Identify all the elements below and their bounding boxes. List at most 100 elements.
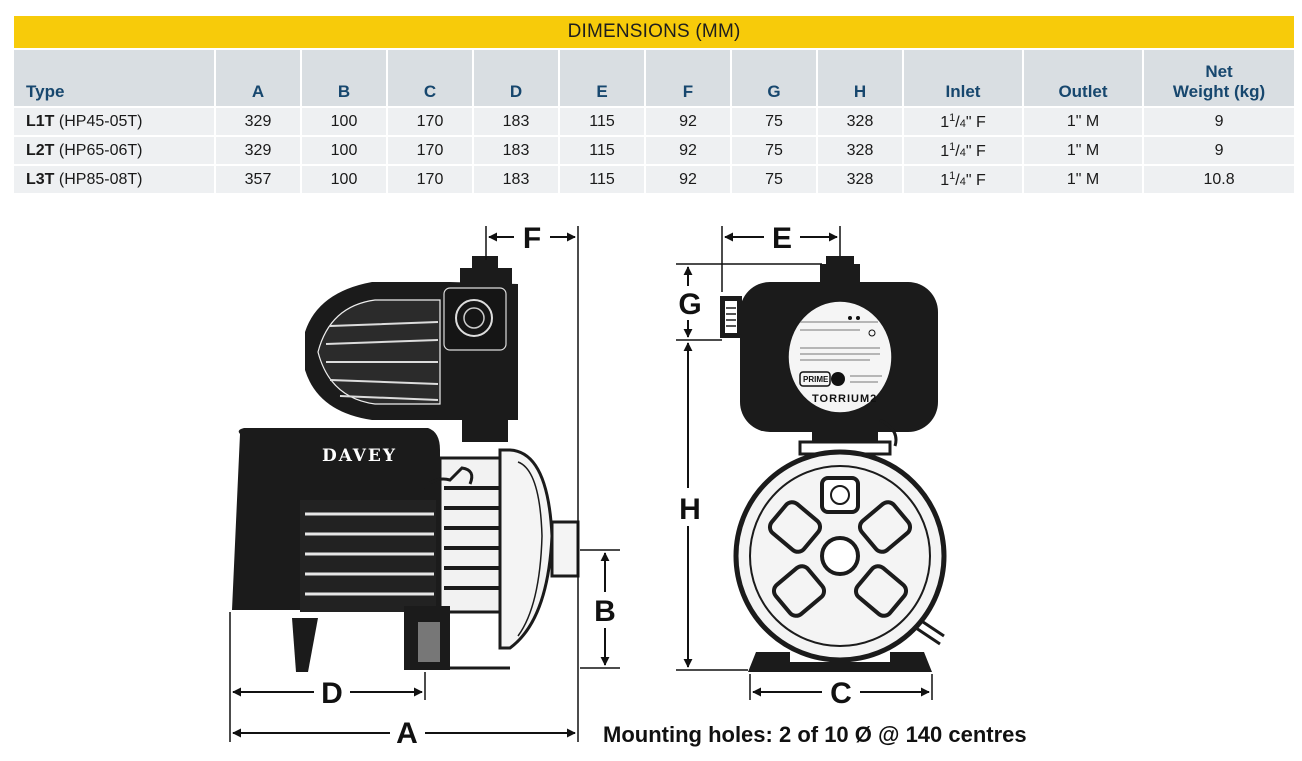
- type-code: L3T: [26, 170, 55, 188]
- dimension-label-e: E: [772, 222, 792, 255]
- cell-outlet: 1" M: [1022, 106, 1142, 135]
- cell-f: 92: [644, 135, 730, 164]
- dimension-e: E: [724, 222, 838, 255]
- cell-e: 115: [558, 135, 644, 164]
- inlet-numerator: 1: [949, 169, 956, 182]
- cell-inlet: 11/4" F: [902, 135, 1022, 164]
- dimension-label-h: H: [679, 493, 701, 526]
- controller-head-side: [305, 256, 518, 442]
- col-header-type: Type: [14, 48, 214, 106]
- inlet-numerator: 1: [949, 140, 956, 153]
- col-header-f: F: [644, 48, 730, 106]
- dimension-g: G: [678, 266, 702, 338]
- dimension-d: D: [232, 677, 423, 710]
- cell-c: 170: [386, 135, 472, 164]
- dimension-label-c: C: [830, 677, 852, 710]
- cell-b: 100: [300, 164, 386, 193]
- col-header-weight-line1: Net: [1205, 62, 1233, 81]
- cell-f: 92: [644, 106, 730, 135]
- cell-type: L1T (HP45-05T): [14, 106, 214, 135]
- inlet-suffix: " F: [965, 142, 986, 160]
- cell-d: 183: [472, 106, 558, 135]
- dimension-label-f: F: [523, 222, 541, 255]
- col-header-a: A: [214, 48, 300, 106]
- panel-prime-text: PRIME: [803, 375, 829, 384]
- cell-weight: 10.8: [1142, 164, 1295, 193]
- extension-lines: [229, 226, 933, 742]
- cell-h: 328: [816, 106, 902, 135]
- cell-c: 170: [386, 164, 472, 193]
- table-row: L2T (HP65-06T) 329 100 170 183 115 92 75…: [14, 135, 1295, 164]
- type-model: (HP65-06T): [58, 141, 143, 159]
- pump-casing-front: [733, 449, 947, 663]
- cell-h: 328: [816, 135, 902, 164]
- cell-a: 329: [214, 135, 300, 164]
- dimension-h: H: [679, 342, 701, 668]
- cell-inlet: 11/4" F: [902, 164, 1022, 193]
- inlet-whole: 1: [940, 113, 950, 131]
- cell-h: 328: [816, 164, 902, 193]
- col-header-h: H: [816, 48, 902, 106]
- dimension-label-a: A: [396, 717, 418, 750]
- cell-b: 100: [300, 135, 386, 164]
- cell-c: 170: [386, 106, 472, 135]
- inlet-suffix: " F: [965, 171, 986, 189]
- dimension-label-g: G: [678, 288, 701, 321]
- table-row: L3T (HP85-08T) 357 100 170 183 115 92 75…: [14, 164, 1295, 193]
- front-neck: [812, 430, 878, 442]
- mounting-holes-note: Mounting holes: 2 of 10 Ø @ 140 centres: [603, 722, 1027, 747]
- panel-name-text: TORRIUM2: [812, 393, 877, 405]
- inlet-whole: 1: [940, 142, 950, 160]
- cell-a: 357: [214, 164, 300, 193]
- type-code: L2T: [26, 141, 55, 159]
- table-row: L1T (HP45-05T) 329 100 170 183 115 92 75…: [14, 106, 1295, 135]
- col-header-d: D: [472, 48, 558, 106]
- pump-base-front: [748, 652, 932, 672]
- cell-a: 329: [214, 106, 300, 135]
- cell-outlet: 1" M: [1022, 164, 1142, 193]
- dimension-f: F: [488, 222, 576, 255]
- col-header-weight-line2: Weight (kg): [1172, 82, 1266, 101]
- type-model: (HP45-05T): [58, 112, 143, 130]
- dimensions-table: DIMENSIONS (MM) Type A B C D E F G H Inl…: [14, 16, 1295, 193]
- pump-front-view: PRIME TORRIUM2: [720, 256, 947, 672]
- dimension-a: A: [232, 717, 576, 750]
- pump-brand-text: DAVEY: [322, 446, 397, 466]
- motor-body-side: DAVEY: [232, 428, 440, 672]
- pump-side-view: DAVEY: [232, 256, 580, 672]
- cell-g: 75: [730, 106, 816, 135]
- cell-type: L2T (HP65-06T): [14, 135, 214, 164]
- cell-e: 115: [558, 106, 644, 135]
- col-header-outlet: Outlet: [1022, 48, 1142, 106]
- dimension-label-d: D: [321, 677, 343, 710]
- cell-weight: 9: [1142, 135, 1295, 164]
- inlet-whole: 1: [940, 171, 950, 189]
- inlet-denominator: 4: [959, 146, 966, 159]
- dimension-label-b: B: [594, 595, 616, 628]
- table-title: DIMENSIONS (MM): [14, 16, 1295, 48]
- inlet-suffix: " F: [965, 113, 986, 131]
- cell-g: 75: [730, 135, 816, 164]
- col-header-b: B: [300, 48, 386, 106]
- cell-e: 115: [558, 164, 644, 193]
- col-header-g: G: [730, 48, 816, 106]
- cell-d: 183: [472, 135, 558, 164]
- inlet-numerator: 1: [949, 111, 956, 124]
- cell-f: 92: [644, 164, 730, 193]
- dimension-b: B: [594, 552, 616, 666]
- cell-d: 183: [472, 164, 558, 193]
- cell-weight: 9: [1142, 106, 1295, 135]
- cell-b: 100: [300, 106, 386, 135]
- cell-outlet: 1" M: [1022, 135, 1142, 164]
- inlet-denominator: 4: [959, 117, 966, 130]
- col-header-inlet: Inlet: [902, 48, 1022, 106]
- cell-inlet: 11/4" F: [902, 106, 1022, 135]
- col-header-c: C: [386, 48, 472, 106]
- cell-g: 75: [730, 164, 816, 193]
- inlet-denominator: 4: [959, 175, 966, 188]
- pump-casing-side: [404, 448, 580, 670]
- controller-head-front: PRIME TORRIUM2: [720, 256, 938, 447]
